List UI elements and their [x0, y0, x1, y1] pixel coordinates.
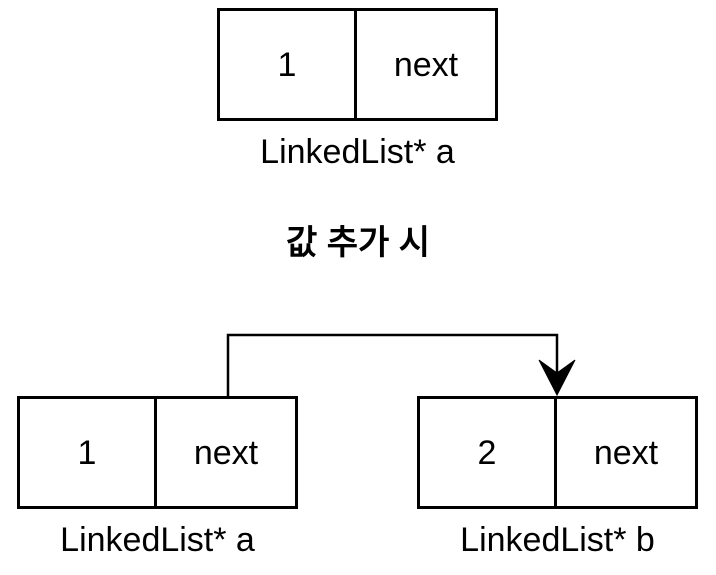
pointer-arrow-line — [226, 333, 559, 396]
linked-list-node-top: 1 next — [217, 8, 498, 121]
node-top-value-cell: 1 — [220, 11, 357, 118]
linked-list-node-b: 2 next — [417, 396, 698, 509]
node-a-value-cell: 1 — [20, 399, 157, 506]
node-b-value-cell: 2 — [420, 399, 557, 506]
pointer-arrowhead-icon — [538, 359, 576, 397]
node-a-label: LinkedList* a — [60, 521, 255, 559]
node-top-next-cell: next — [393, 45, 459, 84]
diagram-title: 값 추가 시 — [285, 224, 430, 262]
node-a-next-cell: next — [193, 433, 259, 472]
node-b-label: LinkedList* b — [460, 521, 655, 559]
linked-list-node-a: 1 next — [17, 396, 298, 509]
node-b-next-cell: next — [593, 433, 659, 472]
node-top-label: LinkedList* a — [260, 133, 455, 171]
